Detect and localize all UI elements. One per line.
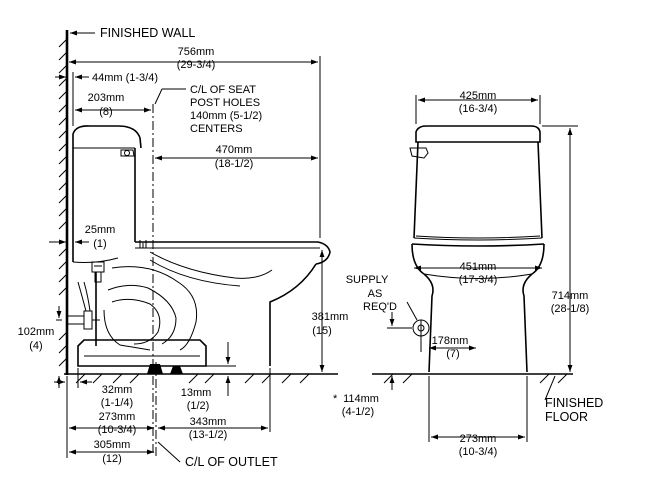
- base-offset-mm: 32mm: [102, 384, 133, 396]
- seat-to-front-mm: 470mm: [216, 144, 253, 156]
- base-height-mm: 13mm: [181, 387, 212, 399]
- supply-height-side-in: (4): [29, 340, 42, 352]
- tank-depth-in: (8): [99, 106, 112, 118]
- seat-post-label-2: POST HOLES: [190, 97, 260, 109]
- dim-overall-depth: [69, 56, 321, 238]
- dim-supply-offset: [420, 320, 476, 352]
- supply-label-1: SUPPLY: [346, 274, 389, 286]
- floor-leader: [544, 375, 556, 401]
- wall-to-seat-label: 44mm (1-3/4): [92, 72, 158, 84]
- rim-height-in: (15): [312, 325, 332, 337]
- finished-floor-label-2: FLOOR: [545, 410, 588, 424]
- seat-post-label-3: 140mm (5-1/2): [190, 110, 262, 122]
- side-view: FINISHED WALL: [18, 26, 349, 469]
- dim-base-width: [428, 376, 528, 442]
- base-height-in: (1/2): [187, 400, 210, 412]
- dim-rough-in: [66, 376, 154, 458]
- dim-base-offset: [54, 368, 92, 388]
- tank-gap-mm: 25mm: [85, 224, 116, 236]
- outlet-to-front-in: (13-1/2): [189, 429, 228, 441]
- finished-floor-side: [64, 364, 338, 384]
- finished-wall-label: FINISHED WALL: [100, 26, 195, 40]
- dim-wall-to-seat: [55, 72, 89, 126]
- supply-offset-mm: 178mm: [432, 335, 469, 347]
- outlet-leader: [157, 441, 181, 463]
- overall-depth-mm: 756mm: [178, 46, 215, 58]
- tank-width-mm: 425mm: [460, 90, 497, 102]
- dim-outlet: [69, 368, 271, 432]
- rough-in-in: (12): [102, 453, 122, 465]
- dim-supply-height-side: [56, 306, 62, 388]
- overall-depth-in: (29-3/4): [177, 59, 216, 71]
- dim-tank-width: [415, 95, 541, 124]
- dim-base-height: [206, 342, 236, 396]
- supply-label-2: AS: [368, 288, 383, 300]
- supply-height-side-mm: 102mm: [18, 326, 55, 338]
- bowl-width-mm: 451mm: [460, 261, 497, 273]
- toilet-front-outline: [409, 125, 545, 373]
- overall-height-mm: 714mm: [552, 290, 589, 302]
- rough-in-mm: 305mm: [94, 439, 131, 451]
- base-width-mm: 273mm: [460, 433, 497, 445]
- seat-post-label-1: C/L OF SEAT: [190, 84, 256, 96]
- seat-to-front-in: (18-1/2): [215, 158, 254, 170]
- supply-leader: [406, 301, 418, 321]
- dim-overall-height: [542, 125, 578, 372]
- supply-height-star: *: [333, 393, 338, 405]
- base-width-in: (10-3/4): [459, 446, 498, 458]
- supply-height-front-in: (4-1/2): [342, 406, 374, 418]
- overall-height-in: (28-1/8): [551, 303, 590, 315]
- tank-gap-in: (1): [93, 238, 106, 250]
- finished-wall: [58, 30, 95, 375]
- finished-floor-label-1: FINISHED: [545, 396, 603, 410]
- finished-floor-front: [372, 373, 573, 384]
- outlet-to-base-mm: 273mm: [99, 411, 136, 423]
- supply-offset-in: (7): [446, 348, 459, 360]
- toilet-side-outline: [67, 125, 331, 367]
- rim-height-mm: 381mm: [312, 311, 349, 323]
- base-offset-in: (1-1/4): [101, 397, 133, 409]
- tank-depth-mm: 203mm: [88, 92, 125, 104]
- front-view: 425mm (16-3/4) 451mm (17-3/4) 714mm (28-…: [333, 90, 603, 458]
- outlet-to-front-mm: 343mm: [190, 416, 227, 428]
- bowl-width-in: (17-3/4): [459, 274, 498, 286]
- seat-post-label-4: CENTERS: [190, 123, 243, 135]
- outlet-to-base-in: (10-3/4): [98, 424, 137, 436]
- supply-label-3: REQ'D: [363, 301, 397, 313]
- tank-width-in: (16-3/4): [459, 103, 498, 115]
- outlet-cl-label: C/L OF OUTLET: [185, 455, 278, 469]
- supply-height-front-mm: 114mm: [343, 393, 379, 405]
- dim-supply-height-front: [387, 312, 412, 390]
